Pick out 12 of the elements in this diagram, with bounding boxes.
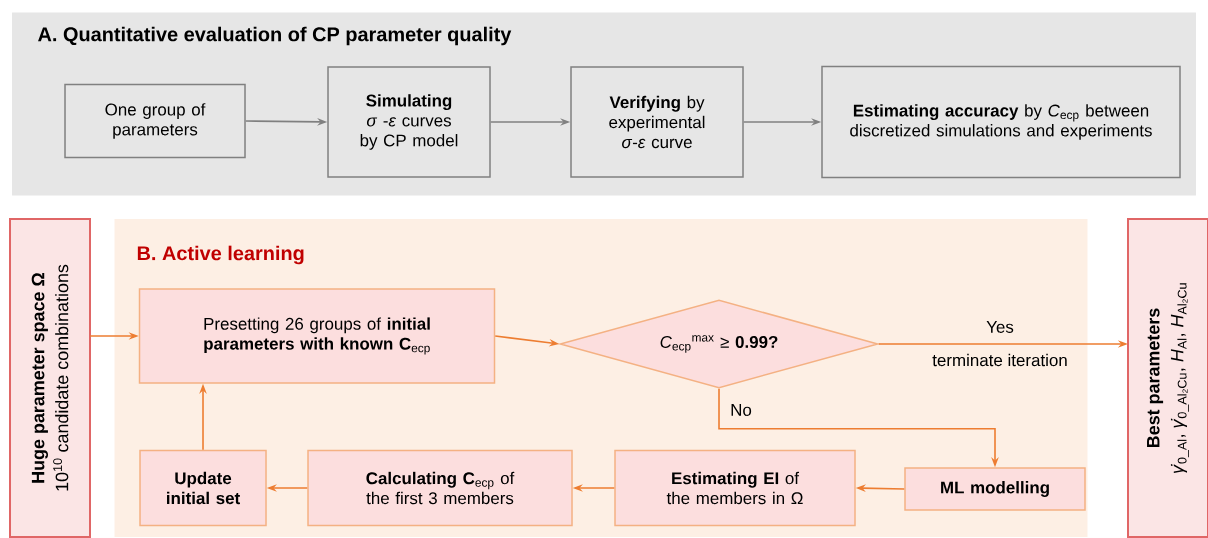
process-box: Calculating C$_{ecp}$ of the first 3 members: [307, 449, 573, 527]
process-box: One group of parameters: [64, 83, 246, 159]
process-box: Estimating EI of the members in Ω: [614, 449, 856, 527]
process-box: Update initial set: [139, 449, 267, 527]
edge-label: No: [731, 404, 752, 416]
edge-label: Yes: [986, 321, 1014, 333]
process-box: Verifying by experimental σ-ε curve: [570, 66, 744, 178]
process-box: Estimating accuracy by C$_{ecp}$ between discretized simulations and experiments: [821, 65, 1181, 179]
process-box: Simulating σ -ε curves by CP model: [327, 66, 491, 178]
process-box: ML modelling: [904, 467, 1086, 511]
process-box: Presetting 26 groups of initial parameters with known C$_{ecp}$: [138, 288, 496, 384]
side-box: Best parameters γ̇$_{0_Al}$, γ̇$_{0_Al₂Cu}$, H$_{Al}$, H$_{Al₂Cu}$: [1127, 218, 1208, 538]
